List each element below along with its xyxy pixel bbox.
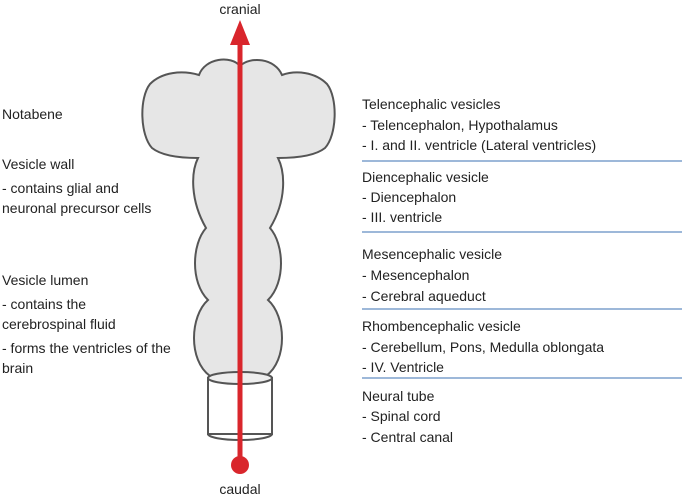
section-telencephalic-title: Telencephalic vesicles xyxy=(362,96,501,112)
section-mesencephalic-item-1: - Mesencephalon xyxy=(362,267,470,283)
section-telencephalic-item-1: - Telencephalon, Hypothalamus xyxy=(362,117,558,133)
section-divider-3 xyxy=(362,308,682,310)
section-rhombencephalic-item-2: - IV. Ventricle xyxy=(362,359,444,375)
section-diencephalic-title: Diencephalic vesicle xyxy=(362,169,489,185)
section-neural-tube-item-1: - Spinal cord xyxy=(362,408,441,424)
section-neural-tube-item-2: - Central canal xyxy=(362,429,454,445)
caudal-endpoint-dot xyxy=(231,456,249,474)
caudal-label: caudal xyxy=(219,481,261,497)
section-mesencephalic-item-2: - Cerebral aqueduct xyxy=(362,288,486,304)
section-rhombencephalic-title: Rhombencephalic vesicle xyxy=(362,318,521,334)
section-diencephalic-item-2: - III. ventricle xyxy=(362,209,443,225)
cranial-arrowhead xyxy=(230,20,250,45)
section-telencephalic-item-2: - I. and II. ventricle (Lateral ventricl… xyxy=(362,137,597,153)
vesicle-lumen-description-2: - forms the ventricles of the brain xyxy=(2,340,171,376)
notabene-heading: Notabene xyxy=(2,106,63,122)
vesicle-lumen-description-1: - contains the cerebrospinal fluid xyxy=(2,296,116,332)
vesicle-lumen-heading: Vesicle lumen xyxy=(2,272,89,288)
vesicle-wall-heading: Vesicle wall xyxy=(2,156,75,172)
section-diencephalic-item-1: - Diencephalon xyxy=(362,189,457,205)
cranial-label: cranial xyxy=(219,1,261,17)
vesicle-wall-description: - contains glial and neuronal precursor … xyxy=(2,180,152,216)
section-neural-tube-title: Neural tube xyxy=(362,388,435,404)
section-divider-4 xyxy=(362,377,682,379)
section-divider-2 xyxy=(362,231,682,233)
section-divider-1 xyxy=(362,160,682,162)
section-rhombencephalic-item-1: - Cerebellum, Pons, Medulla oblongata xyxy=(362,339,605,355)
section-mesencephalic-title: Mesencephalic vesicle xyxy=(362,246,503,262)
